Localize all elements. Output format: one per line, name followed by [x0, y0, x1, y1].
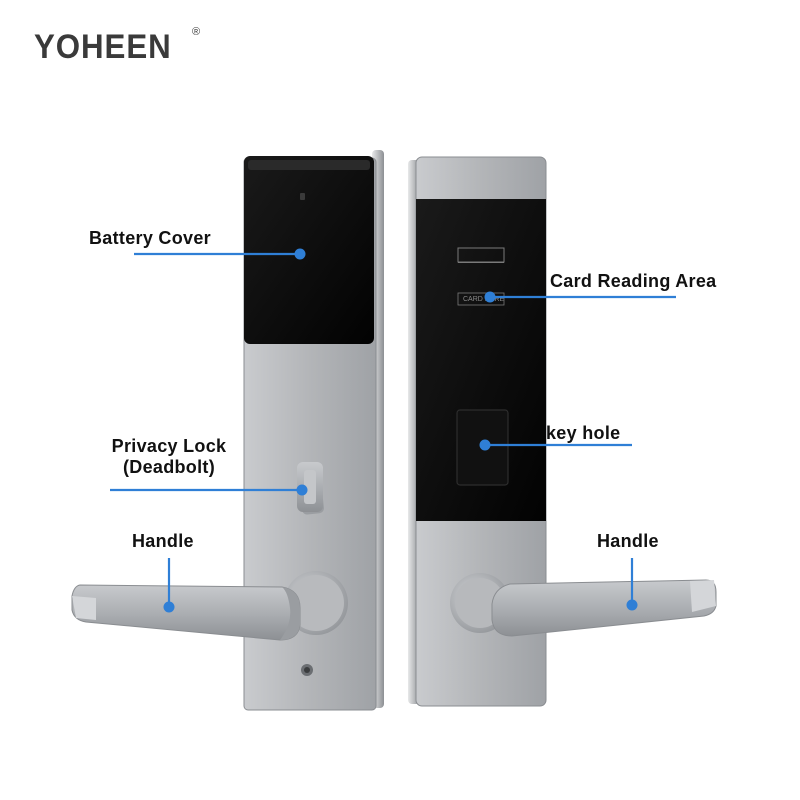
right-lock-body: CARD HERE	[408, 156, 717, 707]
registered-mark: ®	[192, 26, 201, 38]
label-key-hole: key hole	[546, 423, 621, 443]
callout-handle-left	[163, 558, 175, 613]
callout-privacy-lock	[110, 484, 308, 496]
callout-key-hole	[479, 439, 632, 451]
left-handle-lever	[71, 584, 301, 641]
callout-battery-cover	[134, 248, 306, 260]
label-battery-cover: Battery Cover	[89, 228, 211, 248]
battery-cover	[244, 156, 374, 344]
right-handle-lever	[491, 579, 717, 637]
label-card-reading-area: Card Reading Area	[550, 271, 717, 291]
label-privacy-lock-line2: (Deadbolt)	[123, 457, 215, 477]
callout-handle-right	[626, 558, 638, 611]
label-privacy-lock: Privacy Lock (Deadbolt)	[98, 436, 240, 478]
brand-logo: YOHEEN	[34, 28, 172, 66]
label-handle-right: Handle	[597, 531, 659, 551]
card-here-text: CARD HERE	[463, 296, 505, 303]
bottom-screw	[301, 664, 313, 676]
privacy-knob	[297, 462, 324, 515]
label-handle-left: Handle	[132, 531, 194, 551]
callout-card-reading-area	[484, 291, 676, 303]
label-privacy-lock-line1: Privacy Lock	[111, 436, 227, 456]
left-lock-body	[71, 150, 384, 711]
